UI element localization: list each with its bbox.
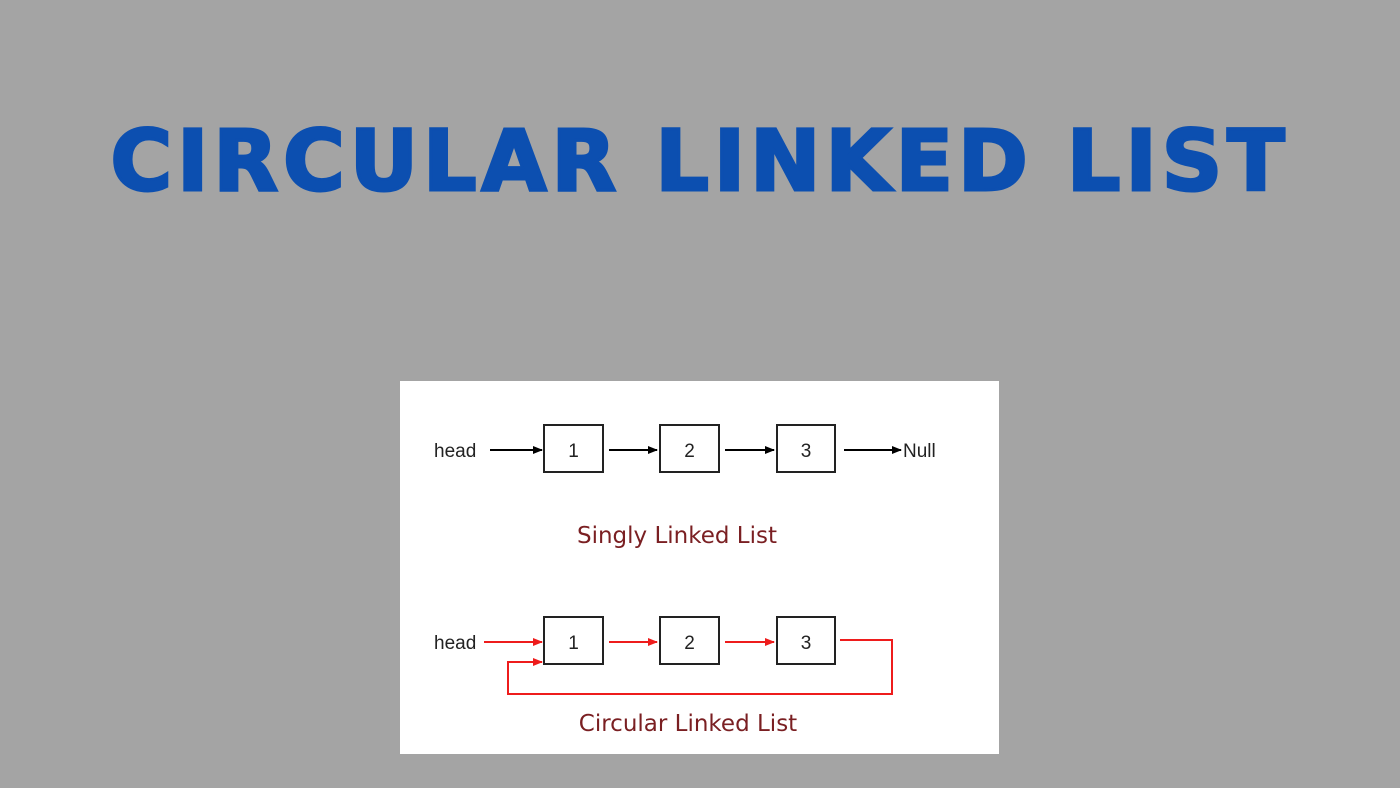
singly-linked-list: head 1 2 3 Null Singly Linked List	[434, 424, 936, 549]
circular-node-2-value: 2	[684, 633, 695, 654]
linked-list-diagram: head 1 2 3 Null Singly Linked List head …	[400, 381, 999, 754]
circular-node-3-value: 3	[801, 633, 812, 654]
circular-node-3	[776, 616, 836, 665]
circular-linked-list: head 1 2 3 Circular Linked List	[434, 616, 893, 737]
singly-node-3	[776, 424, 836, 473]
circular-node-1-value: 1	[568, 633, 579, 654]
page-title: Circular Linked List	[109, 111, 1290, 212]
diagram-svg: head 1 2 3 Null Singly Linked List head …	[434, 424, 936, 737]
circular-node-2	[659, 616, 720, 665]
singly-node-1-value: 1	[568, 441, 579, 462]
singly-node-2	[659, 424, 720, 473]
circular-head-label: head	[434, 633, 476, 654]
circular-caption: Circular Linked List	[579, 711, 797, 737]
circular-return-arrow	[507, 639, 893, 695]
singly-node-1	[543, 424, 604, 473]
singly-head-label: head	[434, 441, 476, 462]
singly-caption: Singly Linked List	[577, 523, 777, 549]
singly-node-3-value: 3	[801, 441, 812, 462]
singly-null-label: Null	[903, 441, 936, 462]
circular-node-1	[543, 616, 604, 665]
singly-node-2-value: 2	[684, 441, 695, 462]
